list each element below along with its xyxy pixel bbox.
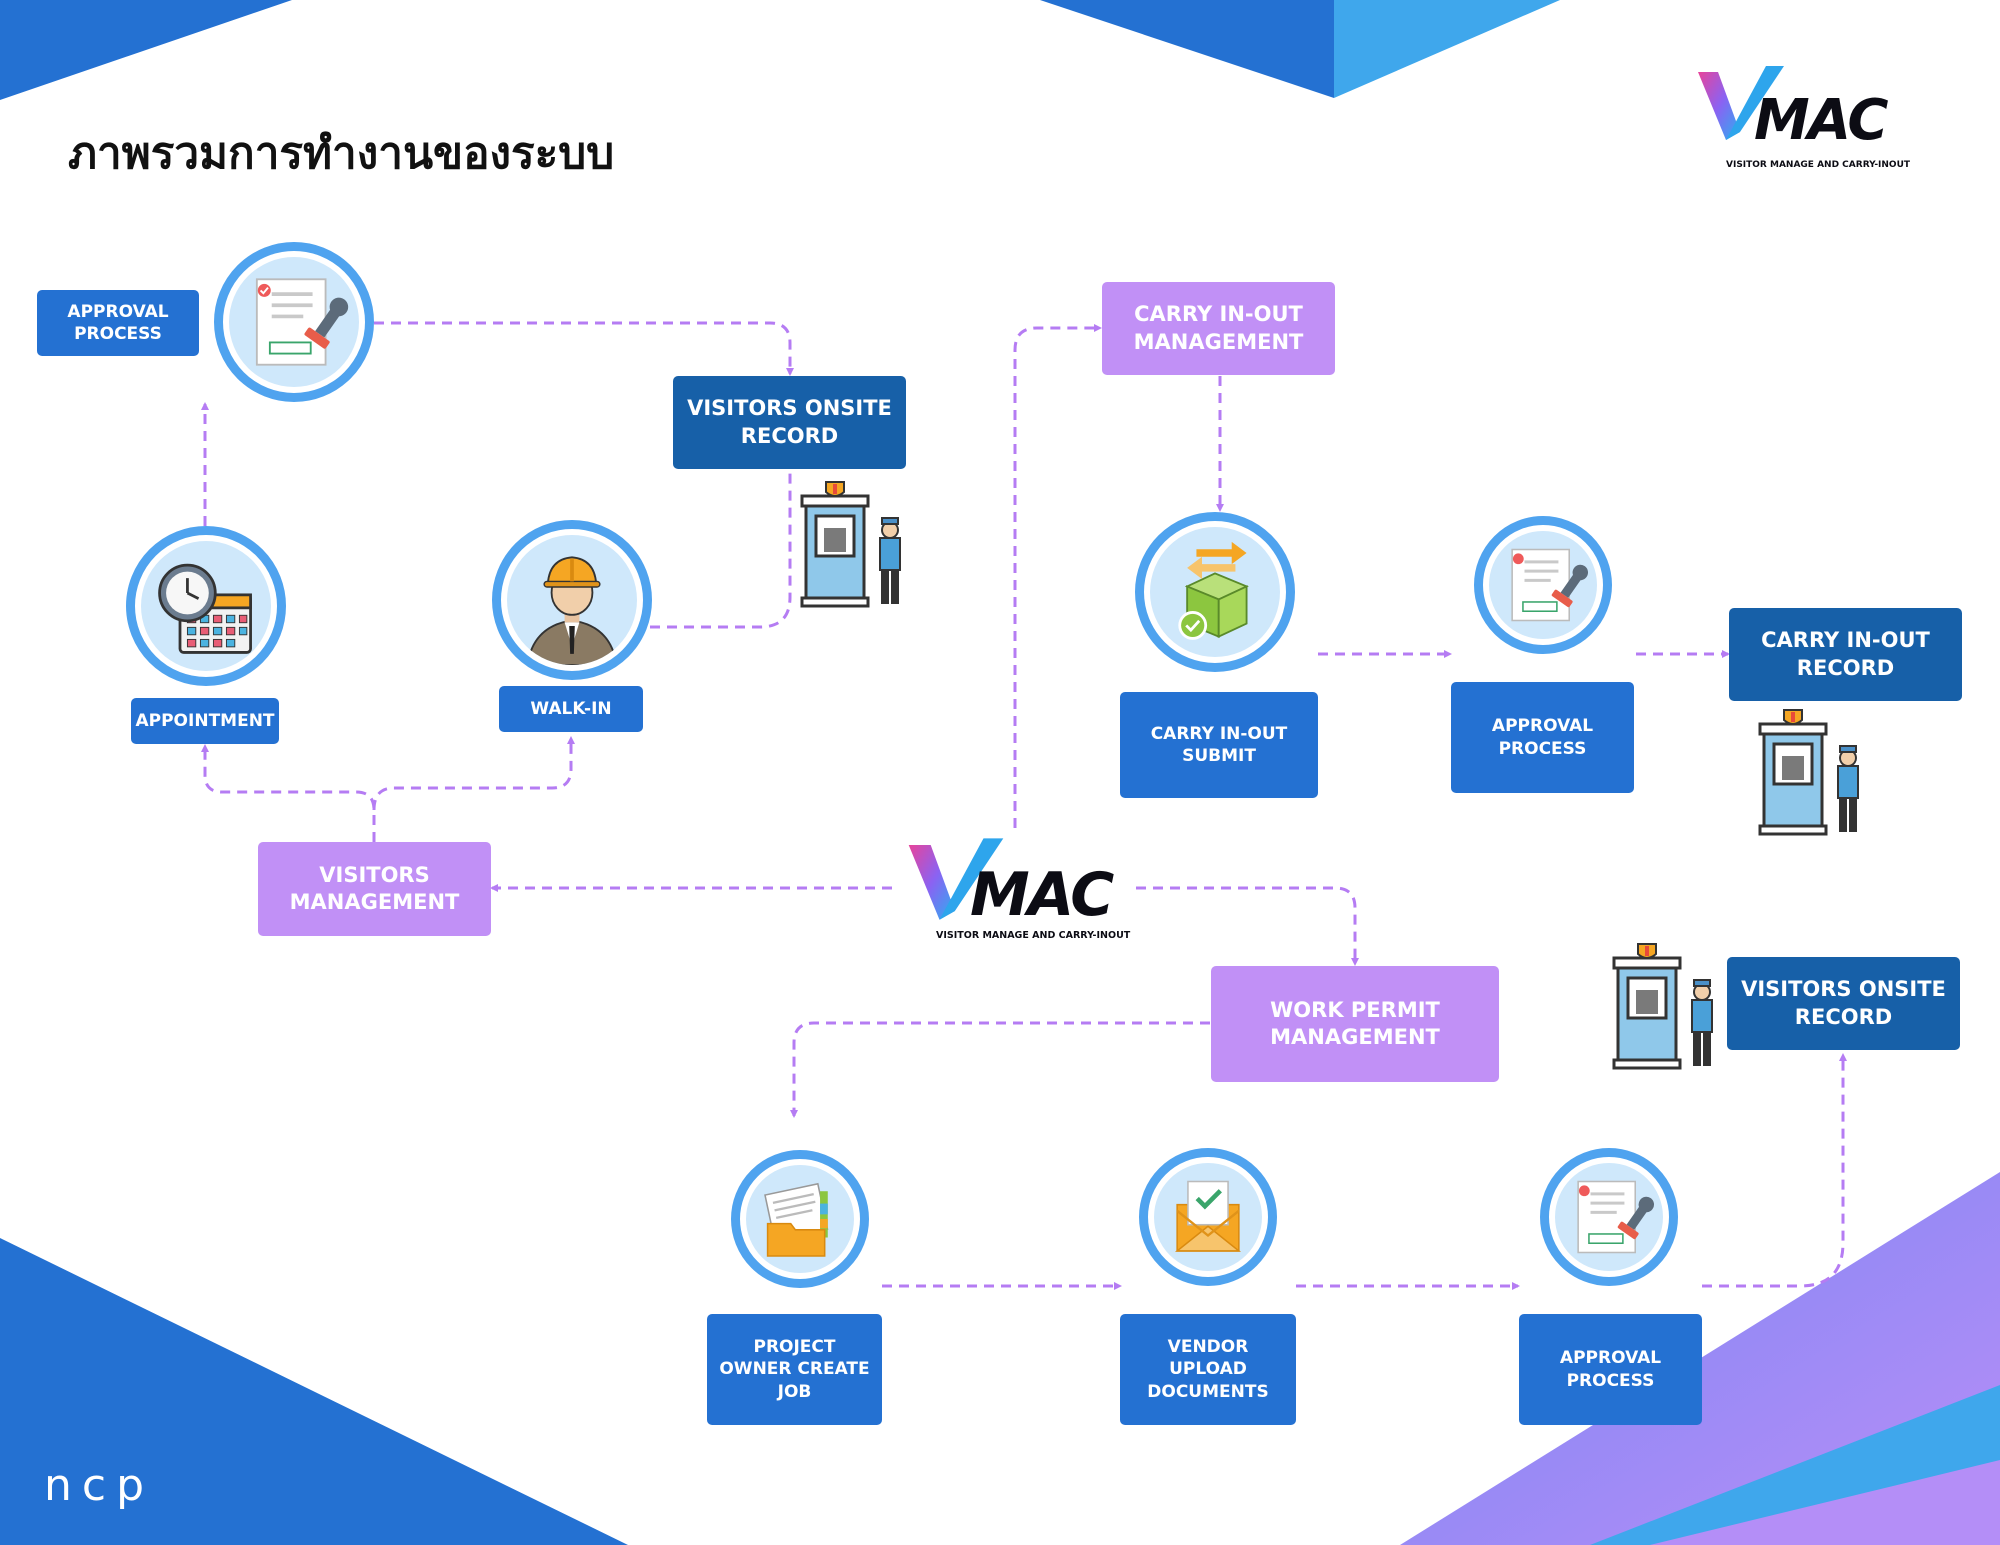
approved-document-icon [255, 278, 349, 366]
visitors-onsite-record-box[interactable]: VISITORS ONSITE RECORD [673, 376, 906, 469]
approval-process-box-visitors[interactable]: APPROVAL PROCESS [37, 290, 199, 356]
create-job-circle [731, 1150, 869, 1288]
vmac-brand-text: MAC [970, 860, 1114, 930]
carry-submit-circle [1135, 512, 1295, 672]
worker-icon [526, 556, 618, 665]
approved-document-icon [1577, 1180, 1655, 1254]
create-job-box[interactable]: PROJECT OWNER CREATE JOB [707, 1314, 882, 1425]
carry-record-box[interactable]: CARRY IN-OUT RECORD [1729, 608, 1962, 701]
arrow-vmac-to-carry [1013, 324, 1102, 828]
approval-circle-carry [1474, 516, 1612, 654]
vmac-tagline: VISITOR MANAGE AND CARRY-INOUT [936, 930, 1131, 941]
guard-booth-icon [1756, 708, 1868, 836]
work-permit-management-box[interactable]: WORK PERMIT MANAGEMENT [1211, 966, 1499, 1082]
clock-calendar-icon [158, 563, 252, 654]
approval-circle-visitors [214, 242, 374, 402]
approved-document-icon [1511, 548, 1589, 622]
arrow-walkin-to-onsite [650, 460, 794, 629]
ncp-logo: ncp [44, 1460, 155, 1511]
carry-management-box[interactable]: CARRY IN-OUT MANAGEMENT [1102, 282, 1335, 375]
folder-documents-icon [764, 1182, 829, 1257]
appointment-circle [126, 526, 286, 686]
appointment-box[interactable]: APPOINTMENT [131, 698, 279, 744]
envelope-check-icon [1174, 1180, 1242, 1252]
guard-booth-icon [798, 480, 910, 608]
vmac-tagline: VISITOR MANAGE AND CARRY-INOUT [1726, 160, 1911, 170]
vmac-v-icon [1698, 66, 1784, 140]
arrow-workpermit-to-createjob [790, 1021, 1210, 1118]
walkin-box[interactable]: WALK-IN [499, 686, 643, 732]
vmac-v-icon [908, 838, 1004, 920]
arrow-approval-to-onsite2 [1702, 1053, 1847, 1288]
approval-circle-workpermit [1540, 1148, 1678, 1286]
upload-documents-circle [1139, 1148, 1277, 1286]
vmac-logo-center: MAC VISITOR MANAGE AND CARRY-INOUT [906, 830, 1136, 942]
page-title: ภาพรวมการทำงานของระบบ [68, 128, 615, 179]
visitors-management-box[interactable]: VISITORS MANAGEMENT [258, 842, 491, 936]
vmac-brand-text: MAC [1754, 88, 1888, 153]
guard-booth-icon [1610, 942, 1722, 1070]
arrow-vmac-to-workpermit [1136, 886, 1359, 966]
visitors-onsite-record-box-2[interactable]: VISITORS ONSITE RECORD [1727, 957, 1960, 1050]
arrow-visitors-to-appointment [201, 744, 376, 842]
arrow-visitors-to-walkin [372, 736, 575, 811]
approval-process-box-workpermit[interactable]: APPROVAL PROCESS [1519, 1314, 1702, 1425]
arrow-approval-to-onsite [374, 321, 794, 376]
box-transfer-icon [1178, 541, 1249, 640]
walkin-circle [492, 520, 652, 680]
upload-documents-box[interactable]: VENDOR UPLOAD DOCUMENTS [1120, 1314, 1296, 1425]
approval-process-box-carry[interactable]: APPROVAL PROCESS [1451, 682, 1634, 793]
vmac-logo-top: MAC VISITOR MANAGE AND CARRY-INOUT [1696, 58, 1926, 178]
carry-submit-box[interactable]: CARRY IN-OUT SUBMIT [1120, 692, 1318, 798]
